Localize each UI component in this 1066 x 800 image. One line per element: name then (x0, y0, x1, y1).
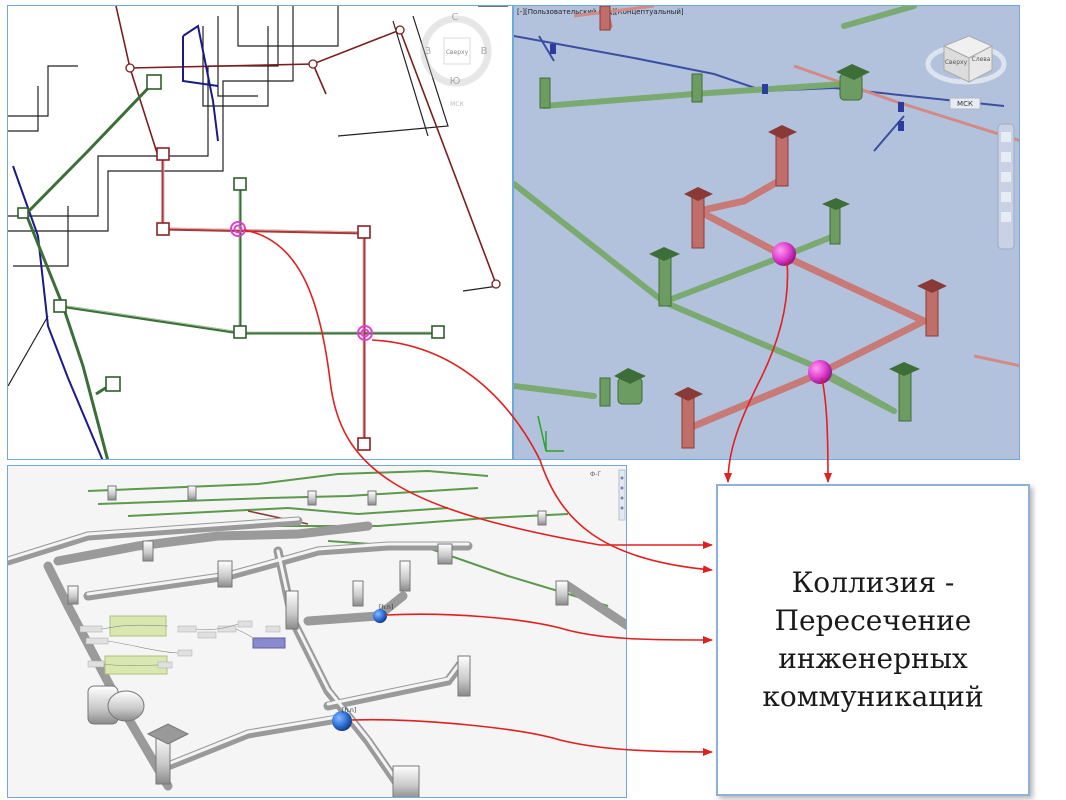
callout-line-3: инженерных (778, 642, 968, 675)
iso-red-thin (573, 6, 1019, 368)
iso-drawing: [-][Пользовательский вид][Концептуальный… (514, 6, 1019, 452)
callout-text: Коллизия - Пересечение инженерных коммун… (762, 564, 983, 716)
viewcube-north: С (452, 12, 459, 23)
green-fittings (17, 74, 445, 392)
iso-green-columns (539, 64, 920, 422)
red-pipe (161, 156, 366, 446)
plan-viewport[interactable]: С Ю З В Сверху МСК (7, 5, 513, 460)
clash-markers-plan (230, 221, 373, 341)
clash-tag-2: [h.n] (342, 707, 356, 714)
model-drawing: [h.n] [h.n] Ф-Г (8, 469, 626, 797)
green-pipe-highlight (59, 184, 438, 333)
green-main-pipe (24, 80, 438, 459)
red-fittings (156, 147, 371, 451)
viewcube-face-right: Слева (972, 56, 991, 63)
wcs-label: МСК (957, 100, 973, 108)
callout-line-1: Коллизия - (791, 566, 955, 599)
viewcube-south: Ю (450, 76, 461, 87)
viewcube-face-left: Сверху (945, 59, 968, 66)
zoom-button[interactable] (1001, 172, 1011, 182)
water-supply-line (12, 24, 219, 459)
sewer-lines (115, 6, 497, 285)
model-viewport[interactable]: [h.n] [h.n] Ф-Г (7, 465, 627, 798)
model-grey-pipes (8, 516, 626, 797)
viewcube-east: В (481, 46, 488, 57)
clash-sphere-1[interactable] (772, 242, 796, 266)
pan-button[interactable] (1001, 152, 1011, 162)
viewcube-west: З (425, 46, 431, 57)
iso-red-pipe (600, 6, 933, 430)
wcs-dropdown[interactable] (949, 97, 981, 110)
model-corner-label[interactable]: Ф-Г (590, 471, 601, 478)
iso-red-columns (599, 6, 947, 449)
clash-tag-1: [h.n] (379, 604, 393, 611)
navigation-bar[interactable] (997, 123, 1015, 250)
model-clash-sphere-1[interactable] (373, 609, 387, 623)
plan-drawing: С Ю З В Сверху МСК (8, 6, 508, 459)
showmotion-button[interactable] (1001, 212, 1011, 222)
callout-box: Коллизия - Пересечение инженерных коммун… (716, 484, 1030, 796)
nav-wheel-button[interactable] (1001, 132, 1011, 142)
viewcube-wcs: МСК (450, 101, 464, 108)
model-toolbar[interactable] (618, 469, 626, 521)
node-graph[interactable] (79, 615, 286, 675)
iso-viewport[interactable]: [-][Пользовательский вид][Концептуальный… (513, 5, 1020, 460)
orbit-button[interactable] (1001, 192, 1011, 202)
plan-viewcube[interactable] (420, 15, 492, 87)
callout-line-2: Пересечение (774, 604, 972, 637)
iso-valves (550, 44, 904, 131)
iso-blue-line (514, 35, 1005, 152)
red-pipe-highlight (163, 156, 364, 446)
viewcube-face: Сверху (446, 49, 469, 56)
clash-sphere-2[interactable] (808, 360, 832, 384)
iso-viewcube[interactable] (925, 35, 1007, 85)
callout-line-4: коммуникаций (762, 680, 984, 713)
model-clash-sphere-2[interactable] (332, 711, 352, 731)
ucs-icon (537, 415, 564, 452)
